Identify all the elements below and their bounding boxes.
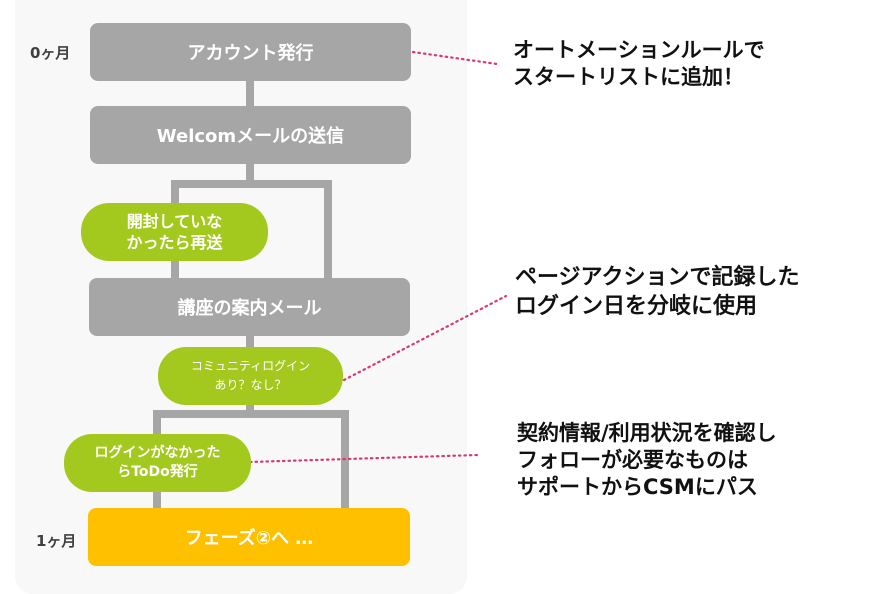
note-line: ページアクションで記録した — [515, 265, 800, 290]
note-line: サポートからCSMにパス — [517, 475, 758, 499]
branch-label-line: ログインがなかった — [94, 445, 221, 461]
branch-community-login: コミュニティログイン あり？なし？ — [158, 347, 343, 405]
step-phase2: フェーズ②へ … — [88, 508, 410, 566]
branch-label-line: コミュニティログイン — [190, 359, 311, 373]
step-label: フェーズ②へ … — [184, 528, 314, 549]
step-course-mail: 講座の案内メール — [89, 278, 410, 336]
step-account-issue: アカウント発行 — [90, 23, 411, 81]
branch-label-line: あり？なし？ — [214, 378, 287, 392]
branch-label-line: 開封していな — [126, 212, 223, 231]
note-contract: 契約情報/利用状況を確認し フォローが必要なものは サポートからCSMにパス — [517, 420, 777, 501]
branch-resend: 開封していな かったら再送 — [81, 203, 268, 261]
note-line: 契約情報/利用状況を確認し — [517, 421, 777, 445]
callout-line — [411, 50, 499, 66]
step-label: Welcomメールの送信 — [156, 126, 345, 147]
note-line: オートメーションルールで — [513, 38, 765, 62]
step-label: 講座の案内メール — [177, 298, 322, 319]
callout-line — [248, 453, 480, 464]
branch-label-line: らToDo発行 — [117, 464, 198, 480]
step-label: アカウント発行 — [187, 43, 314, 64]
branch-todo-issue: ログインがなかった らToDo発行 — [64, 434, 251, 492]
note-line: フォローが必要なものは — [517, 448, 748, 472]
note-page-action: ページアクションで記録した ログイン日を分岐に使用 — [515, 263, 799, 321]
note-line: スタートリストに追加！ — [513, 65, 744, 89]
month-label-start: 0ヶ月 — [30, 44, 71, 62]
branch-label-line: かったら再送 — [126, 233, 223, 252]
month-label-end: 1ヶ月 — [36, 532, 77, 550]
step-welcome-mail: Welcomメールの送信 — [90, 106, 411, 164]
note-automation: オートメーションルールで スタートリストに追加！ — [513, 37, 765, 91]
note-line: ログイン日を分岐に使用 — [515, 294, 758, 319]
